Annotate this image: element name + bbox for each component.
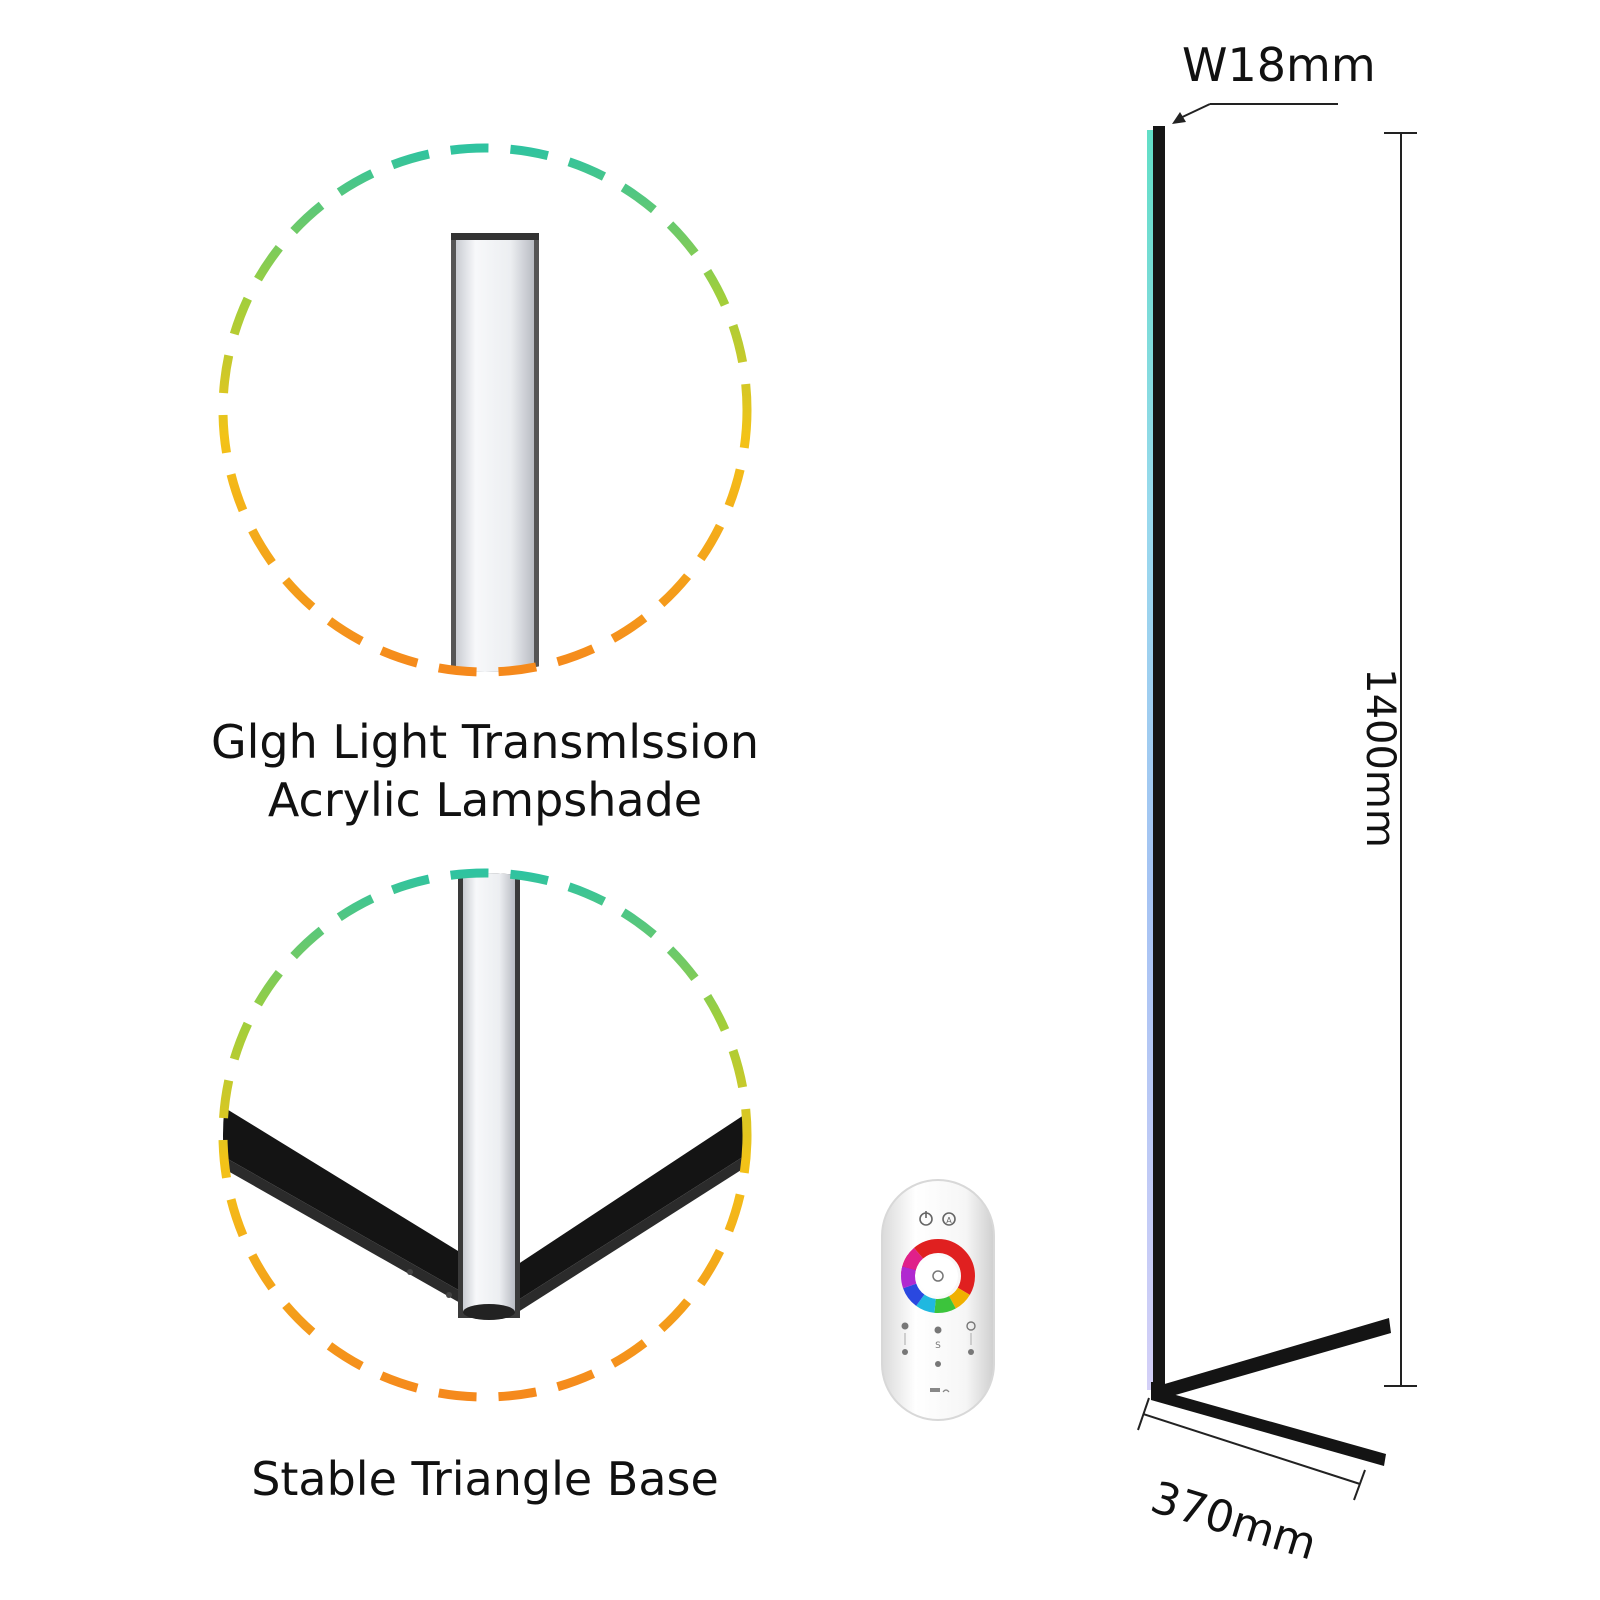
lampshade-ring	[218, 143, 752, 677]
power-icon	[919, 1211, 933, 1226]
lampshade-detail	[218, 143, 752, 677]
brightness-icon	[901, 1322, 909, 1355]
base-caption-line1: Stable Triangle Base	[251, 1452, 719, 1506]
color-wheel-icon	[901, 1239, 975, 1313]
base-dimension-line	[1137, 1397, 1366, 1501]
white-light-icon	[966, 1321, 976, 1355]
base-caption: Stable Triangle Base	[185, 1450, 785, 1508]
mode-icon: A	[942, 1212, 956, 1226]
lampshade-caption-line2: Acrylic Lampshade	[267, 773, 703, 827]
svg-text:S: S	[935, 1341, 941, 1351]
base-ring	[218, 868, 752, 1402]
height-dimension-label: 1400mm	[1356, 668, 1403, 848]
lampshade-caption: Glgh Light Transmlssion Acrylic Lampshad…	[185, 713, 785, 829]
width-dimension-label: W18mm	[1182, 38, 1376, 92]
speed-icon: S	[934, 1326, 942, 1367]
remote-control: A S	[881, 1179, 995, 1421]
lampshade-caption-line1: Glgh Light Transmlssion	[211, 715, 759, 769]
svg-text:A: A	[946, 1216, 952, 1225]
lamp-full-view	[1147, 126, 1391, 1466]
height-dimension-line	[1384, 132, 1417, 1387]
width-dimension-line	[1172, 103, 1338, 124]
wifi-icon	[930, 1388, 950, 1393]
base-detail	[218, 868, 752, 1402]
